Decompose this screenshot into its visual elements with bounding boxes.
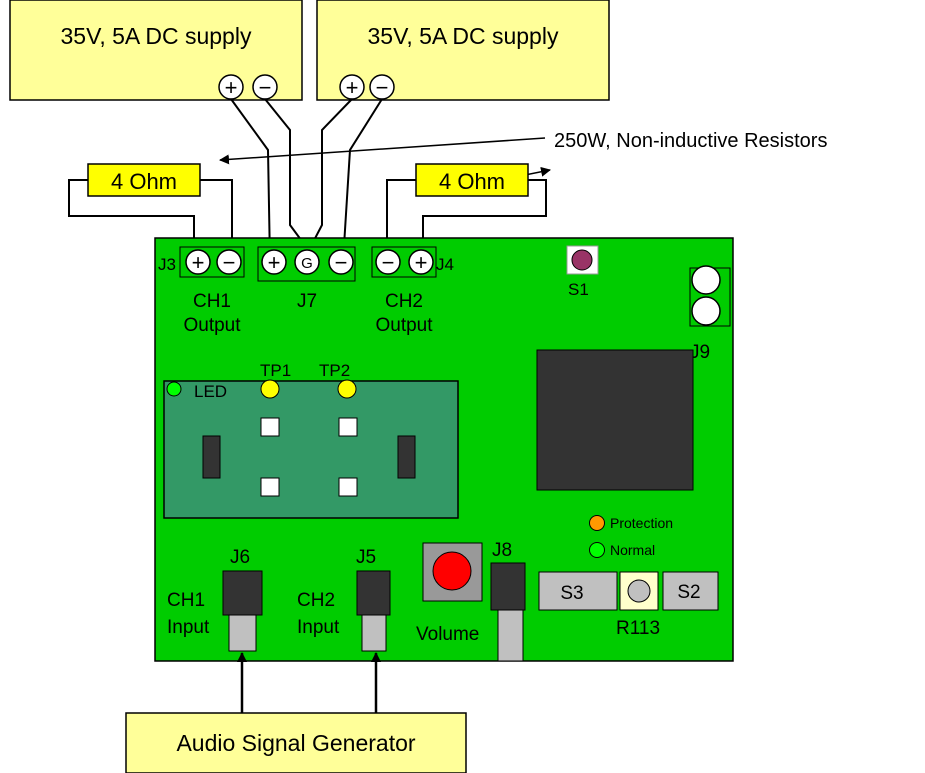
amplifier-module xyxy=(163,380,459,519)
j6-label: J6 xyxy=(230,547,250,568)
resistor-note: 250W, Non-inductive Resistors xyxy=(554,130,827,152)
generator-arrows xyxy=(237,652,381,713)
ground-symbol: G xyxy=(301,255,313,272)
ch1-input-label-line1: CH1 xyxy=(167,590,205,611)
supply-left-minus-terminal: − xyxy=(252,74,278,100)
ch2-input-label-line1: CH2 xyxy=(297,590,335,611)
j7-label: J7 xyxy=(297,291,317,312)
ch2-output-label-line2: Output xyxy=(375,315,433,336)
r113-trimpot xyxy=(619,571,659,611)
j3-label: J3 xyxy=(158,255,176,274)
connector-j5 xyxy=(356,570,391,652)
svg-text:+: + xyxy=(268,250,281,275)
svg-text:−: − xyxy=(376,75,389,100)
s1-label: S1 xyxy=(568,280,589,299)
ch2-input-label-line2: Input xyxy=(297,617,340,638)
ch2-output-label-line1: CH2 xyxy=(385,291,423,312)
load-resistor-left-label: 4 Ohm xyxy=(111,169,177,194)
svg-text:−: − xyxy=(335,250,348,275)
s3-label: S3 xyxy=(560,583,583,604)
svg-text:+: + xyxy=(415,250,428,275)
svg-text:−: − xyxy=(382,250,395,275)
s1-switch xyxy=(566,245,599,275)
audio-signal-generator: Audio Signal Generator xyxy=(125,712,467,773)
svg-text:+: + xyxy=(225,75,238,100)
connector-j9 xyxy=(689,265,731,327)
led-indicator xyxy=(166,381,182,397)
svg-text:+: + xyxy=(346,75,359,100)
load-resistor-right-label: 4 Ohm xyxy=(439,169,505,194)
j9-label: J9 xyxy=(690,342,710,363)
normal-label: Normal xyxy=(610,542,655,558)
audio-signal-generator-label: Audio Signal Generator xyxy=(176,730,415,756)
dc-supply-left: 35V, 5A DC supply xyxy=(9,0,303,101)
ch1-input-label-line2: Input xyxy=(167,617,210,638)
load-resistor-right: 4 Ohm xyxy=(386,163,547,255)
connector-j8 xyxy=(490,562,526,662)
supply-wires xyxy=(230,98,383,263)
ch1-output-label-line2: Output xyxy=(183,315,241,336)
r113-label: R113 xyxy=(616,618,660,639)
connector-j7: + G − xyxy=(257,246,356,282)
normal-led xyxy=(589,542,605,558)
j5-label: J5 xyxy=(356,547,376,568)
supply-right-plus-terminal: + xyxy=(339,74,365,100)
ch1-output-label-line1: CH1 xyxy=(193,291,231,312)
volume-control xyxy=(422,542,483,602)
dc-supply-right: 35V, 5A DC supply xyxy=(316,0,610,101)
svg-text:−: − xyxy=(259,75,272,100)
connector-j6 xyxy=(222,570,263,652)
tp2-point xyxy=(337,379,357,399)
tp2-label: TP2 xyxy=(319,361,350,380)
svg-text:+: + xyxy=(192,250,205,275)
svg-text:−: − xyxy=(223,250,236,275)
protection-label: Protection xyxy=(610,515,673,531)
protection-led xyxy=(589,515,605,531)
dc-supply-right-label: 35V, 5A DC supply xyxy=(368,23,559,49)
s3-switch: S3 xyxy=(538,571,618,611)
tp1-point xyxy=(260,379,280,399)
supply-right-minus-terminal: − xyxy=(369,74,395,100)
s2-switch: S2 xyxy=(662,571,719,611)
s2-label: S2 xyxy=(677,582,700,603)
volume-label: Volume xyxy=(416,624,479,645)
ic-chip xyxy=(536,349,694,491)
tp1-label: TP1 xyxy=(260,361,291,380)
connector-j4: − + xyxy=(371,246,437,278)
connector-j3: + − xyxy=(179,246,245,278)
led-label: LED xyxy=(194,382,227,401)
j4-label: J4 xyxy=(436,255,454,274)
load-resistor-left: 4 Ohm xyxy=(68,163,233,255)
dc-supply-left-label: 35V, 5A DC supply xyxy=(61,23,252,49)
j8-label: J8 xyxy=(492,540,512,561)
supply-left-plus-terminal: + xyxy=(218,74,244,100)
